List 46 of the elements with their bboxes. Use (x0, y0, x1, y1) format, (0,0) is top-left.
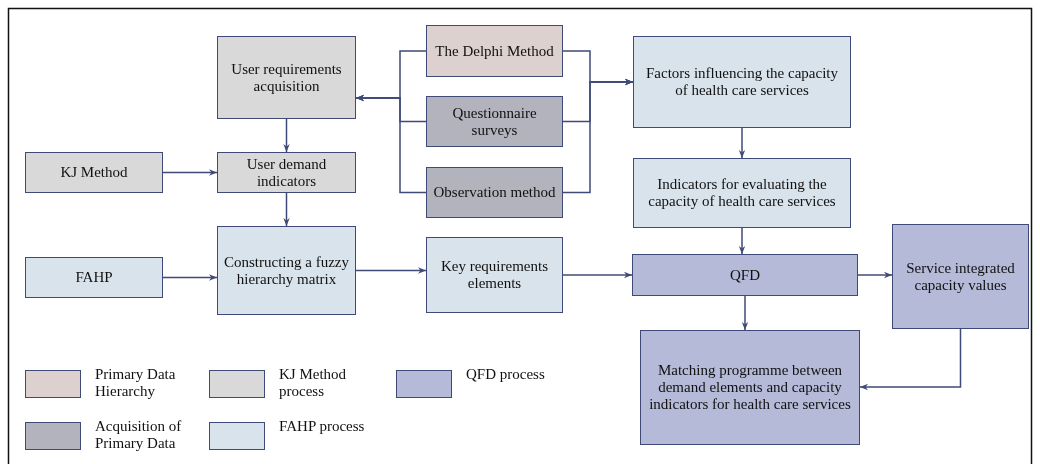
process-box (25, 257, 163, 298)
process-box (426, 25, 563, 77)
arrow (355, 94, 427, 194)
arrow (562, 271, 633, 279)
arrow (283, 118, 290, 153)
process-box (632, 254, 858, 296)
arrow (741, 295, 749, 331)
node-text: Key requirements elements (439, 258, 549, 292)
node-text: KJ Method (60, 164, 128, 181)
node-text: Service integrated capacity values (905, 259, 1016, 294)
arrow (162, 274, 218, 281)
process-box (892, 224, 1029, 329)
arrow (283, 192, 290, 227)
node-text: User demand indicators (245, 155, 328, 190)
process-box (426, 96, 563, 147)
node-text: The Delphi Method (435, 42, 554, 60)
node-text: Observation method (433, 184, 556, 201)
process-box (426, 167, 563, 218)
node-text: Matching programme between demand elements and capacity indicators for health care services (648, 362, 852, 413)
node-text: User requirements acquisition (230, 60, 343, 95)
process-box (217, 152, 356, 193)
arrow (859, 328, 962, 391)
arrow (162, 169, 218, 176)
node-text: Questionnaire surveys (451, 104, 538, 139)
process-box (633, 158, 851, 228)
node-text: FAHP (75, 269, 113, 286)
legend-label: QFD process (466, 366, 546, 383)
arrow (738, 127, 746, 159)
node-text: Indicators for evaluating the capacity of health care services (647, 176, 837, 210)
process-box (426, 237, 563, 313)
legend-label: Acquisition of Primary Data (95, 418, 183, 452)
arrow (857, 271, 893, 279)
legend-label: Primary Data Hierarchy (95, 366, 177, 400)
node-text: Constructing a fuzzy hierarchy matrix (223, 253, 350, 288)
process-box (217, 226, 356, 315)
node-text: Factors influencing the capacity of health care services (645, 65, 839, 99)
arrow (562, 78, 634, 194)
arrow (355, 267, 427, 274)
legend-label: FAHP process (279, 418, 366, 435)
process-box (217, 36, 356, 119)
legend-label: KJ Method process (279, 366, 348, 400)
process-box (25, 152, 163, 193)
node-text: QFD (730, 266, 760, 284)
arrow (738, 227, 746, 255)
process-box (633, 36, 851, 128)
process-box (640, 330, 860, 445)
